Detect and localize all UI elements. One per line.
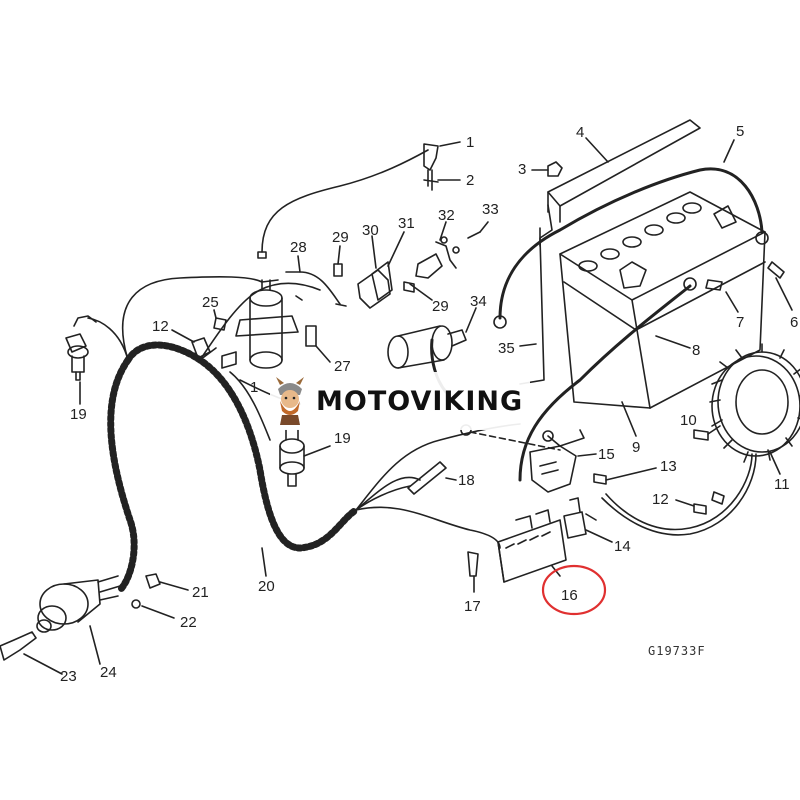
callout-23: 23	[60, 668, 77, 685]
callout-9: 9	[632, 439, 640, 456]
stator	[709, 343, 800, 463]
spark-plug-connector	[423, 169, 439, 191]
battery-cable-positive	[498, 167, 764, 320]
callout-19-right: 19	[334, 430, 351, 447]
callout-28: 28	[290, 239, 307, 256]
callout-4: 4	[576, 124, 584, 141]
battery-hold-down-strap	[547, 119, 701, 207]
callout-25: 25	[202, 294, 219, 311]
callout-21: 21	[192, 584, 209, 601]
regulator-rectifier	[497, 509, 567, 583]
callout-33: 33	[482, 201, 499, 218]
callout-7: 7	[736, 314, 744, 331]
callout-17: 17	[464, 598, 481, 615]
watermark-text: MOTOVIKING	[316, 385, 524, 417]
ignition-key	[0, 631, 37, 661]
starter-solenoid	[387, 325, 467, 394]
callout-16: 16	[561, 587, 578, 604]
callout-20: 20	[258, 578, 275, 595]
oil-pressure-switch-left	[65, 315, 97, 381]
watermark-banner: MOTOVIKING	[270, 372, 530, 430]
callout-14: 14	[614, 538, 631, 555]
callout-2: 2	[466, 172, 474, 189]
clamp-12	[191, 337, 211, 359]
callout-5: 5	[736, 123, 744, 140]
callout-24: 24	[100, 664, 117, 681]
figure-code: G19733F	[648, 644, 706, 658]
main-wiring-harness	[124, 341, 360, 552]
callout-19-left: 19	[70, 406, 87, 423]
callout-11: 11	[774, 476, 790, 493]
callout-32: 32	[438, 207, 455, 224]
callout-13: 13	[660, 458, 677, 475]
callout-27: 27	[334, 358, 351, 375]
starter-relay-bracket	[529, 445, 577, 493]
spark-plug-boot	[423, 143, 439, 171]
switch-bracket-32	[415, 253, 443, 279]
callout-31: 31	[398, 215, 415, 232]
callout-1: 1	[466, 134, 474, 151]
ignition-switch	[36, 575, 121, 633]
highlight-circle	[541, 564, 607, 616]
callout-30: 30	[362, 222, 379, 239]
callout-29-top: 29	[332, 229, 349, 246]
callout-29-bottom: 29	[432, 298, 449, 315]
callout-35: 35	[498, 340, 515, 357]
callout-18: 18	[458, 472, 475, 489]
bracket-30	[357, 269, 391, 309]
callout-12-right: 12	[652, 491, 669, 508]
callout-10: 10	[680, 412, 697, 429]
callout-6: 6	[790, 314, 798, 331]
battery-cable-negative	[518, 284, 692, 482]
battery	[559, 191, 766, 409]
gasket-31	[371, 261, 393, 301]
connector-14	[563, 511, 587, 539]
spark-plug-wire	[261, 149, 429, 253]
viking-mascot-icon	[276, 377, 304, 425]
callout-22: 22	[180, 614, 197, 631]
temperature-switch	[279, 429, 305, 487]
callout-15: 15	[598, 446, 615, 463]
plug-connector-18	[407, 461, 447, 495]
callout-1-partial: 1	[250, 379, 258, 396]
ignition-coil	[235, 279, 299, 369]
callout-12-left: 12	[152, 318, 169, 335]
callout-34: 34	[470, 293, 487, 310]
callout-3: 3	[518, 161, 526, 178]
callout-8: 8	[692, 342, 700, 359]
